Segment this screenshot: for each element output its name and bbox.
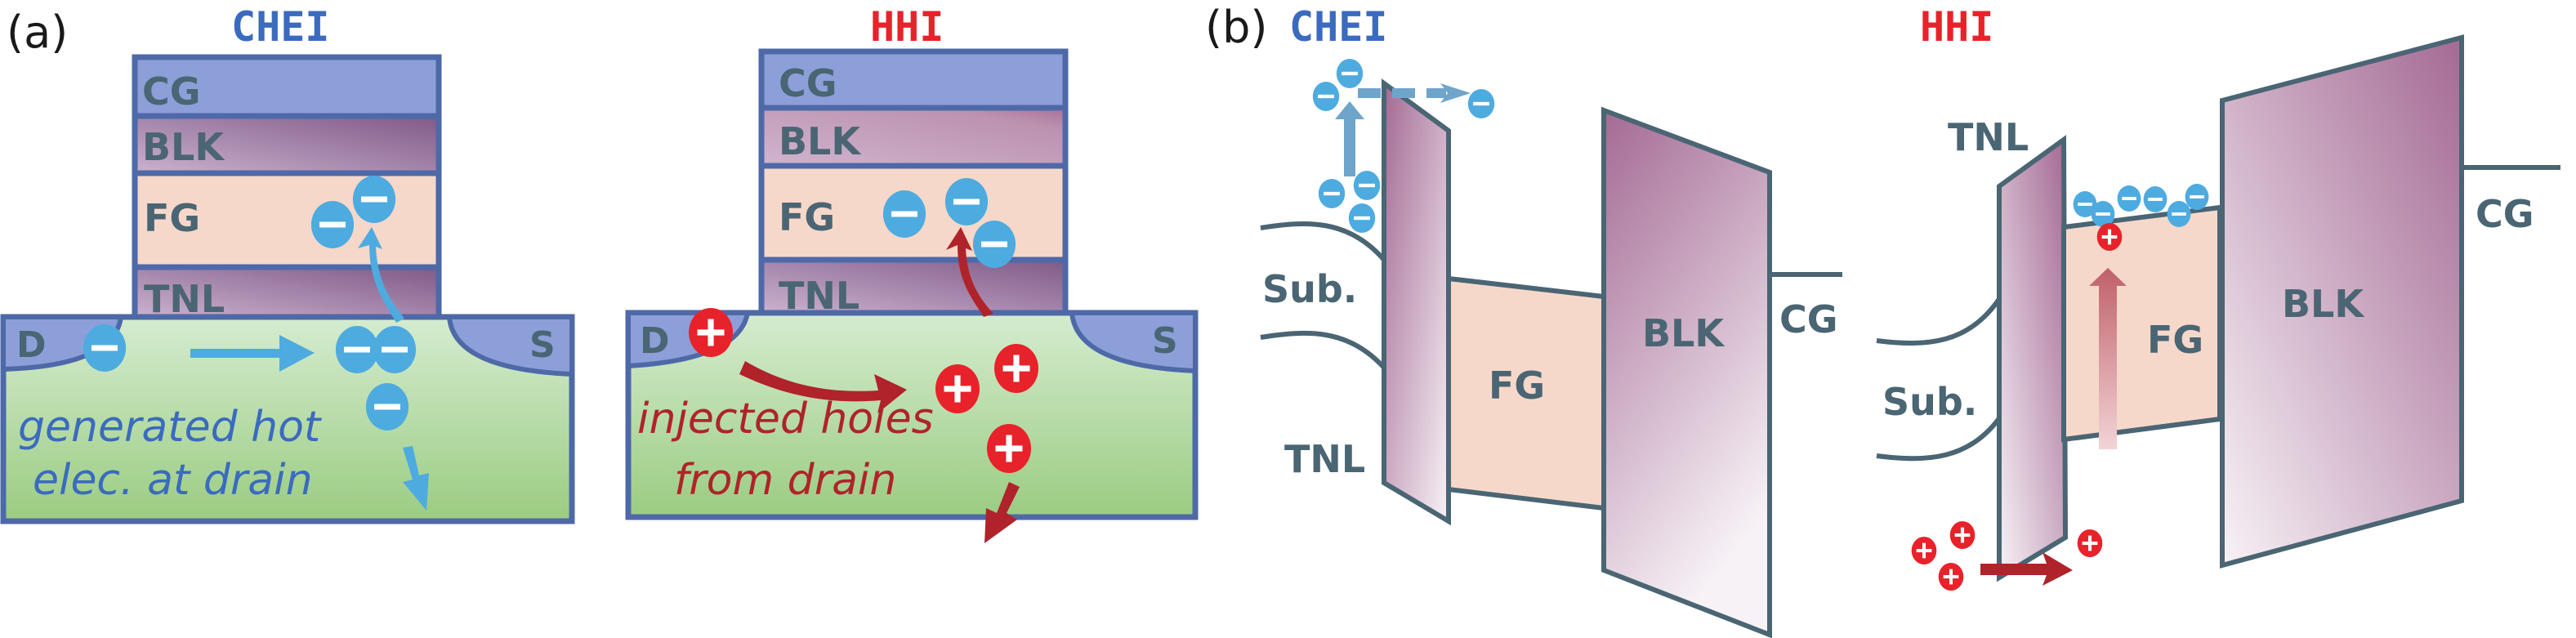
electron-icon [373, 326, 417, 373]
hhi-band-diagram: Sub. TNL FG BLK CG [1876, 34, 2560, 591]
electron-icon [2091, 201, 2115, 227]
arrow-injection-up [946, 227, 993, 317]
electron-icon [1353, 171, 1381, 200]
tnl-label: TNL [144, 277, 225, 321]
chei-device: D S CG BLK FG TNL generated hot elec. at… [0, 54, 575, 524]
hhi-caption-line1: injected holes [637, 395, 934, 444]
arrow-down-substrate [984, 482, 1020, 543]
electron-icon [335, 326, 379, 373]
hhi-caption-line2: from drain [674, 456, 896, 505]
arrow-injection-up [358, 227, 404, 323]
tnl-label: TNL [1948, 115, 2029, 159]
electron-icon [1348, 203, 1376, 233]
source-label: S [529, 324, 556, 366]
electron-icon [365, 383, 409, 431]
source-region [1069, 310, 1198, 374]
blk-label: BLK [142, 125, 225, 169]
cg-label: CG [142, 69, 201, 114]
electron-icon [2117, 185, 2141, 212]
drain-label: D [16, 324, 47, 366]
electron-icon [972, 221, 1016, 268]
hhi-device: D S CG BLK FG TNL injected holes from dr… [625, 48, 1199, 543]
arrow-up-hole-injection [2089, 268, 2127, 449]
blk-label: BLK [1642, 311, 1726, 355]
electron-icon [352, 176, 396, 223]
cg-layer [132, 54, 442, 119]
hole-icon [2077, 529, 2103, 557]
electron-icon [1336, 59, 1364, 88]
tnl-layer [758, 257, 1069, 316]
electron-icon [2073, 191, 2097, 217]
hole-icon [2096, 223, 2123, 251]
electron-icon [2167, 201, 2191, 227]
hole-icon [1938, 563, 1964, 591]
panel-a-label: (a) [7, 7, 68, 58]
sub-label: Sub. [1882, 380, 1977, 424]
hhi-title-b: HHI [1920, 3, 1993, 51]
blk-label: BLK [779, 119, 862, 163]
chei-title-b: CHEI [1289, 3, 1387, 51]
hole-icon [987, 424, 1031, 473]
tnl-label: TNL [779, 274, 859, 318]
cg-label: CG [1779, 297, 1838, 341]
electron-icon [882, 190, 926, 238]
hhi-title-a: HHI [870, 3, 944, 51]
hole-icon [1949, 521, 1976, 549]
tnl-barrier [1997, 135, 2069, 582]
dashed-arrow-over-barrier [1358, 83, 1471, 103]
arrow-drain-to-channel [190, 335, 315, 372]
cg-label: CG [779, 61, 837, 105]
electron-icon [1467, 89, 1495, 118]
hole-icon [994, 344, 1038, 393]
electron-icon [2185, 184, 2209, 210]
source-region [446, 315, 574, 377]
blk-label: BLK [2282, 282, 2365, 326]
electron-icon [1312, 82, 1340, 111]
tnl-label: TNL [1284, 437, 1365, 481]
electron-icon [310, 201, 355, 248]
chei-band-diagram: Sub. TNL FG BLK CG [1260, 59, 1842, 638]
arrow-hole-tunnel [1980, 552, 2073, 586]
electron-icon [2143, 186, 2168, 212]
chei-band-electrons [1312, 59, 1495, 233]
chei-caption-line2: elec. at drain [33, 456, 313, 505]
sub-conduction-band [1260, 221, 1386, 261]
electron-icon [944, 178, 989, 225]
hhi-carriers-a [689, 178, 1038, 473]
hole-icon [935, 364, 980, 413]
fg-label: FG [1489, 364, 1545, 408]
source-label: S [1152, 320, 1178, 362]
chei-caption-line1: generated hot [18, 403, 322, 452]
tnl-barrier [1382, 78, 1451, 526]
electron-icon [1318, 179, 1346, 208]
blk-barrier [2220, 34, 2464, 569]
sub-label: Sub. [1262, 267, 1357, 311]
panel-b-label: (b) [1205, 2, 1267, 53]
arrow-up-heating [1335, 101, 1364, 176]
cg-label: CG [2476, 192, 2534, 236]
fg-label: FG [144, 196, 200, 240]
fg-label: FG [2147, 318, 2203, 362]
arrow-drain-to-channel [739, 361, 907, 413]
electron-icon [83, 324, 127, 372]
sub-conduction-band [1876, 297, 2002, 346]
chei-title-a: CHEI [231, 3, 329, 51]
fg-label: FG [779, 195, 835, 239]
sub-valence-band [1876, 417, 2002, 462]
hole-icon [689, 308, 733, 357]
chei-electrons [83, 176, 417, 431]
drain-label: D [640, 320, 670, 362]
hhi-band-carriers [1911, 184, 2209, 591]
arrow-down-substrate [403, 446, 429, 511]
sub-valence-band [1260, 330, 1386, 370]
blk-barrier [1601, 106, 1772, 638]
hole-icon [1911, 537, 1937, 564]
